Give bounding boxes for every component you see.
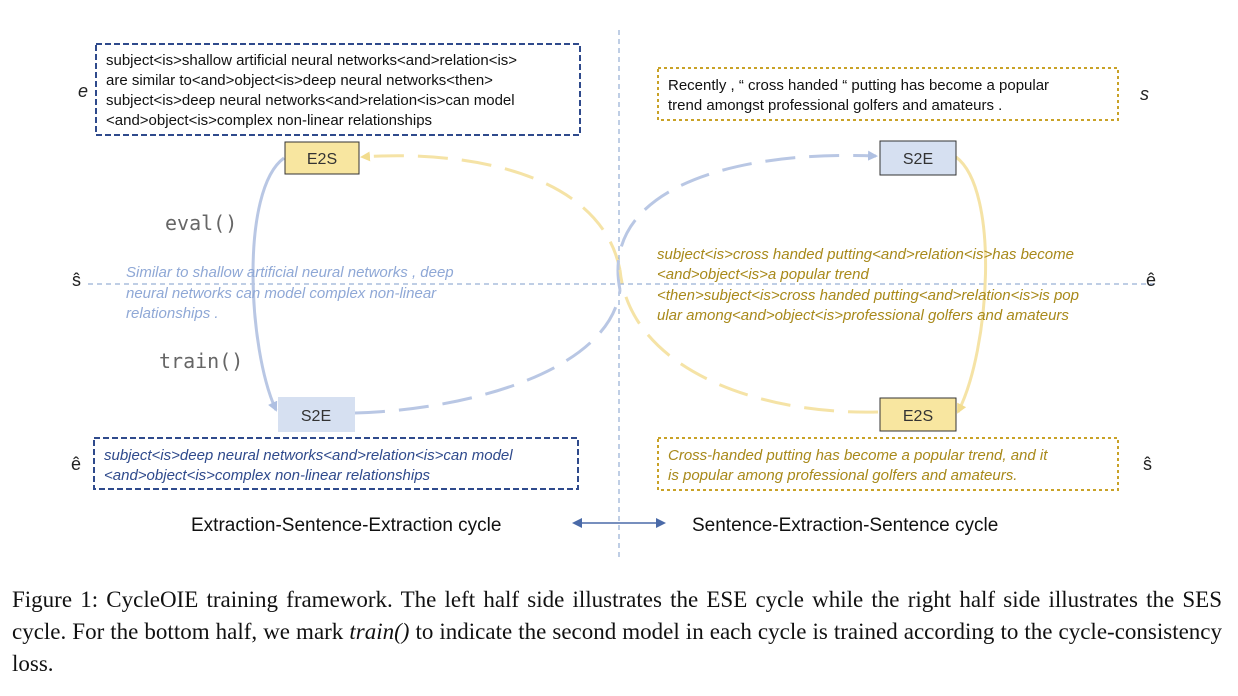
ses-cycle-label: Sentence-Extraction-Sentence cycle — [692, 515, 998, 536]
left-s-hat-line-3: relationships . — [126, 305, 219, 322]
right-s2e-box — [879, 140, 957, 176]
left-e-line-1: subject<is>shallow artificial neural net… — [106, 52, 517, 69]
right-s-hat-box — [657, 437, 1119, 491]
symbol-e-left: e — [78, 81, 88, 101]
symbol-e-hat-right: ê — [1146, 270, 1156, 290]
svg-text:subject<is>cross handed puttin: subject<is>cross handed putting<and>rela… — [657, 246, 1083, 324]
solid-arrow-left-e2s-to-s2e — [251, 156, 285, 412]
left-e2s-box — [284, 141, 360, 175]
svg-text:subject<is>shallow artificial: subject<is>shallow artificial neural net… — [106, 52, 521, 129]
right-s2e-label: S2E — [903, 151, 933, 168]
svg-text:Recently , “ cross handed “ pu: Recently , “ cross handed “ putting has … — [668, 77, 1053, 114]
right-e2s-box — [879, 397, 957, 432]
dashed-arrow-yellow-to-left-e2s — [360, 151, 622, 271]
solid-arrow-right-s2e-to-e2s — [955, 155, 988, 414]
ese-cycle-label: Extraction-Sentence-Extraction cycle — [191, 515, 501, 536]
symbol-e-hat-left: ê — [71, 454, 81, 474]
right-s-line-2: trend amongst professional golfers and a… — [668, 97, 1002, 114]
left-s-hat-line-2: neural networks can model complex non-li… — [126, 285, 437, 302]
left-e-line-2: are similar to<and>object<is>deep neural… — [106, 72, 493, 89]
train-label: train() — [159, 349, 243, 373]
right-e-hat-line-4: ular among<and>object<is>professional go… — [657, 307, 1069, 324]
caption-part-1: Figure 1: CycleOIE training framework. T… — [12, 587, 1222, 644]
left-s-hat-line-1: Similar to shallow artificial neural net… — [126, 264, 454, 281]
right-s-line-1: Recently , “ cross handed “ putting has … — [668, 77, 1049, 94]
left-e-hat-line-2: <and>object<is>complex non-linear relati… — [104, 467, 431, 484]
left-e-hat-box — [93, 437, 579, 490]
right-s-hat-line-1: Cross-handed putting has become a popula… — [668, 447, 1048, 464]
right-s-box — [657, 67, 1119, 121]
caption-part-2: to indicate the second model in each cyc… — [12, 619, 1222, 676]
symbol-s-hat-right: ŝ — [1143, 454, 1152, 474]
dashed-arrow-blue-to-right-s2e — [616, 150, 878, 291]
right-e-hat-line-1: subject<is>cross handed putting<and>rela… — [657, 246, 1074, 263]
figure-caption: Figure 1: CycleOIE training framework. T… — [12, 584, 1222, 680]
left-s2e-box — [278, 397, 355, 432]
symbol-s-right: s — [1140, 84, 1149, 104]
left-e-hat-line-1: subject<is>deep neural networks<and>rela… — [104, 447, 513, 464]
right-e-hat-line-2: <and>object<is>a popular trend — [657, 266, 869, 283]
dashed-arrow-blue-from-left-s2e — [354, 289, 622, 415]
svg-text:Similar to shallow artificial: Similar to shallow artificial neural net… — [126, 264, 458, 322]
left-s2e-label: S2E — [301, 408, 331, 425]
cycleoie-diagram: subject<is>shallow artificial neural net… — [71, 30, 1158, 558]
left-e-line-4: <and>object<is>complex non-linear relati… — [106, 112, 432, 129]
eval-label: eval() — [165, 211, 237, 235]
caption-emphasis: train() — [349, 619, 410, 644]
left-e-line-3: subject<is>deep neural networks<and>rela… — [106, 92, 515, 109]
right-s-hat-line-2: is popular among professional golfers an… — [668, 467, 1017, 484]
left-e2s-label: E2S — [307, 151, 337, 168]
svg-text:subject<is>deep neural network: subject<is>deep neural networks<and>rela… — [104, 447, 517, 484]
left-e-box — [95, 43, 581, 136]
right-e-hat-line-3: <then>subject<is>cross handed putting<an… — [657, 287, 1079, 304]
dashed-arrow-yellow-from-right-e2s — [618, 269, 879, 414]
svg-text:Cross-handed putting has becom: Cross-handed putting has become a popula… — [668, 447, 1052, 484]
right-e2s-label: E2S — [903, 408, 933, 425]
symbol-s-hat-left: ŝ — [72, 270, 81, 290]
